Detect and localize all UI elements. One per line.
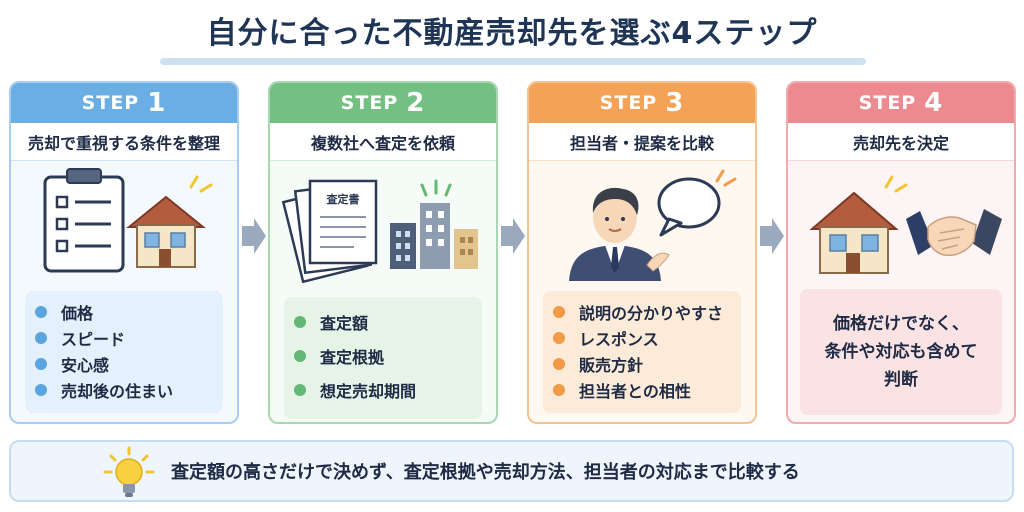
bullet-dot bbox=[35, 306, 47, 318]
step-card-1: STEP 1 売却で重視する条件を整理 価格 スピード 安心感 bbox=[9, 81, 239, 424]
page-title: 自分に合った不動産売却先を選ぶ4ステップ bbox=[206, 16, 818, 51]
step-label: STEP bbox=[599, 92, 658, 114]
step-illustration-2: 査定書 bbox=[281, 179, 478, 283]
comparison-list: 説明の分かりやすさ レスポンス 販売方針 担当者との相性 bbox=[543, 291, 741, 413]
businessman-icon bbox=[569, 187, 670, 281]
list-item: 査定額 bbox=[294, 305, 472, 339]
bullet-dot bbox=[35, 358, 47, 370]
bullet-dot bbox=[294, 350, 306, 362]
judgement-box: 価格だけでなく、 条件や対応も含めて 判断 bbox=[800, 289, 1002, 415]
step-card-2: STEP 2 複数社へ査定を依頼 査定書 bbox=[268, 81, 498, 424]
step-card-4: STEP 4 売却先を決定 価格だけでなく、 条件や対応も含めて 判断 bbox=[786, 81, 1016, 424]
list-item: 担当者との相性 bbox=[553, 377, 731, 403]
handshake-icon bbox=[906, 209, 1002, 257]
step-subtitle-2: 複数社へ査定を依頼 bbox=[270, 123, 496, 161]
bullet-dot bbox=[553, 306, 565, 318]
speech-bubble-icon bbox=[657, 169, 737, 237]
step-header-1: STEP 1 bbox=[11, 83, 237, 123]
list-item: 価格 bbox=[35, 299, 213, 325]
step-illustration-3 bbox=[569, 169, 737, 281]
step-card-3: STEP 3 担当者・提案を比較 説明の分かりやすさ レスポンス 販売方針 担当… bbox=[527, 81, 757, 424]
bullet-dot bbox=[35, 384, 47, 396]
buildings-icon bbox=[390, 179, 478, 269]
judgement-line: 条件や対応も含めて bbox=[824, 342, 978, 362]
title-underline bbox=[160, 58, 866, 65]
list-item: レスポンス bbox=[553, 325, 731, 351]
bullet-dot bbox=[294, 384, 306, 396]
list-item: スピード bbox=[35, 325, 213, 351]
step-header-3: STEP 3 bbox=[529, 83, 755, 123]
document-stack-icon: 査定書 bbox=[281, 179, 378, 283]
step-number: 4 bbox=[924, 88, 944, 118]
step-number: 1 bbox=[147, 88, 167, 118]
list-item: 販売方針 bbox=[553, 351, 731, 377]
judgement-line: 判断 bbox=[884, 370, 918, 390]
step-subtitle-1: 売却で重視する条件を整理 bbox=[11, 123, 237, 161]
bullet-dot bbox=[553, 358, 565, 370]
bullet-dot bbox=[553, 384, 565, 396]
bullet-dot bbox=[35, 332, 47, 344]
step-subtitle-4: 売却先を決定 bbox=[788, 123, 1014, 161]
step-illustration-1 bbox=[43, 168, 213, 273]
arrow-right-icon bbox=[242, 218, 266, 254]
list-item: 想定売却期間 bbox=[294, 373, 472, 407]
step-label: STEP bbox=[81, 92, 140, 114]
house-icon bbox=[809, 175, 908, 274]
tip-bar: 査定額の高さだけで決めず、査定根拠や売却方法、担当者の対応まで比較する bbox=[9, 440, 1014, 502]
step-label: STEP bbox=[858, 92, 917, 114]
step-number: 3 bbox=[665, 88, 685, 118]
tip-text: 査定額の高さだけで決めず、査定根拠や売却方法、担当者の対応まで比較する bbox=[171, 462, 800, 483]
step-subtitle-3: 担当者・提案を比較 bbox=[529, 123, 755, 161]
bullet-dot bbox=[553, 332, 565, 344]
arrow-right-icon bbox=[760, 218, 784, 254]
assessment-list: 査定額 査定根拠 想定売却期間 bbox=[284, 297, 482, 419]
house-icon bbox=[126, 175, 213, 268]
bullet-dot bbox=[294, 316, 306, 328]
doc-label: 査定書 bbox=[327, 192, 360, 206]
list-item: 説明の分かりやすさ bbox=[553, 299, 731, 325]
judgement-line: 価格だけでなく、 bbox=[833, 314, 969, 334]
lightbulb-icon bbox=[103, 446, 155, 497]
condition-list: 価格 スピード 安心感 売却後の住まい bbox=[25, 291, 223, 413]
list-item: 査定根拠 bbox=[294, 339, 472, 373]
step-header-4: STEP 4 bbox=[788, 83, 1014, 123]
list-item: 安心感 bbox=[35, 351, 213, 377]
step-illustration-4 bbox=[809, 175, 1002, 274]
step-header-2: STEP 2 bbox=[270, 83, 496, 123]
list-item: 売却後の住まい bbox=[35, 377, 213, 403]
step-number: 2 bbox=[406, 88, 426, 118]
step-label: STEP bbox=[340, 92, 399, 114]
arrow-right-icon bbox=[501, 218, 525, 254]
clipboard-checklist-icon bbox=[43, 168, 125, 273]
